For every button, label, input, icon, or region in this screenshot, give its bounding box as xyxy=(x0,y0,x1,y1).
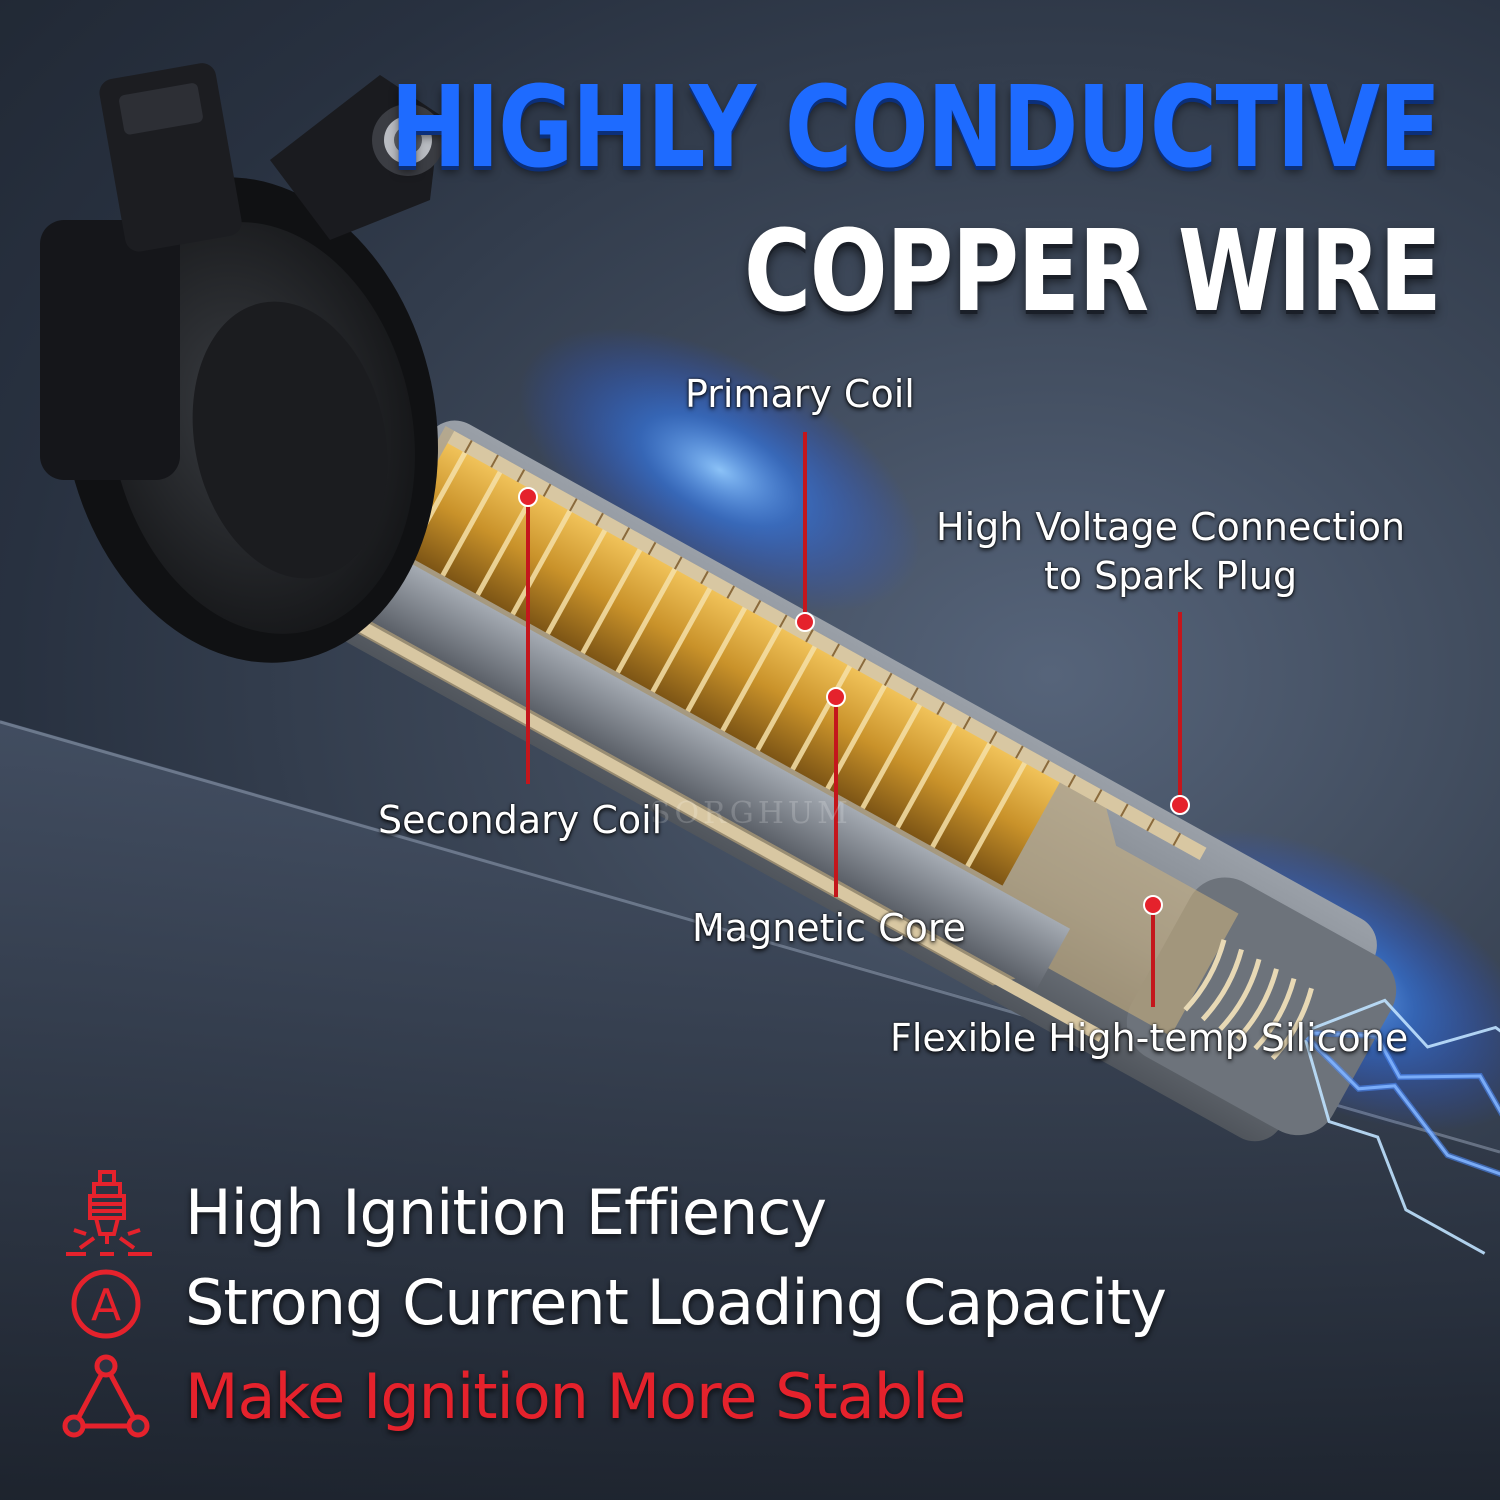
callout-high-voltage-line-1: High Voltage Connection xyxy=(936,505,1406,549)
callout-primary-coil: Primary Coil xyxy=(685,372,915,416)
feature-item: A Strong Current Loading Capacity xyxy=(60,1258,1360,1348)
circled-a-icon: A xyxy=(71,1269,141,1339)
spark-plug-icon xyxy=(66,1170,152,1256)
circled-a-letter: A xyxy=(91,1280,121,1331)
callout-silicone: Flexible High-temp Silicone xyxy=(890,1016,1409,1060)
callout-high-voltage-line-2: to Spark Plug xyxy=(1043,553,1298,598)
feature-item: High Ignition Effiency xyxy=(60,1168,1360,1258)
headline-line-2: COPPER WIRE xyxy=(743,207,1442,337)
callout-magnetic-core: Magnetic Core xyxy=(692,906,967,950)
feature-text: Strong Current Loading Capacity xyxy=(185,1266,1167,1339)
feature-text: High Ignition Effiency xyxy=(185,1176,827,1249)
brand-watermark: SORGHUM xyxy=(650,796,852,831)
feature-text: Make Ignition More Stable xyxy=(185,1360,966,1433)
callout-secondary-coil: Secondary Coil xyxy=(378,798,663,842)
feature-item: Make Ignition More Stable xyxy=(60,1352,1360,1442)
headline-line-1: HIGHLY CONDUCTIVE xyxy=(390,63,1442,193)
callout-high-voltage-connection: High Voltage Connection to Spark Plug xyxy=(936,503,1405,600)
triangle-network-icon xyxy=(62,1354,150,1438)
